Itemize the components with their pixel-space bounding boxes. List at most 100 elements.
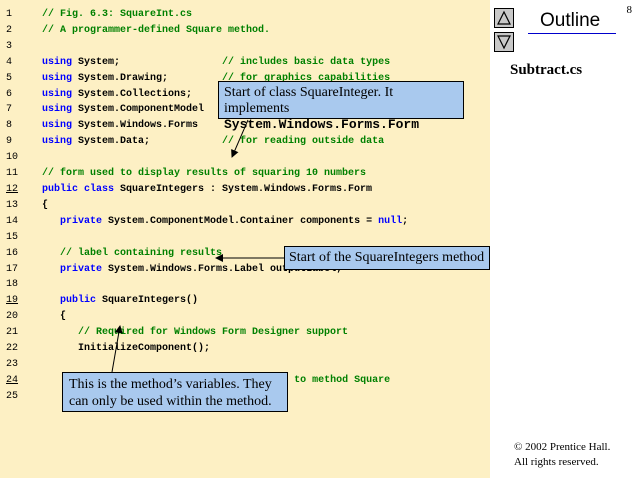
code-keyword: using: [42, 136, 73, 148]
copyright: © 2002 Prentice Hall. All rights reserve…: [514, 440, 610, 470]
code-keyword: using: [42, 104, 73, 116]
code-line: 11 // form used to display results of squ…: [6, 166, 408, 182]
code-text: [42, 264, 60, 275]
line-number: 25: [6, 390, 19, 402]
code-comment: // includes basic data types: [222, 56, 391, 68]
line-number: 18: [6, 279, 19, 291]
method-start-callout: Start of the SquareIntegers method: [284, 246, 490, 270]
class-start-callout-code: System.Windows.Forms.Form: [224, 117, 420, 132]
variables-callout-line-2: can only be used within the method.: [69, 394, 272, 409]
code-line: 19 public SquareIntegers(): [6, 293, 408, 309]
line-number: 17: [6, 263, 19, 275]
code-line: 25: [6, 389, 408, 405]
line-number: 11: [6, 168, 19, 180]
code-line: 7 using System.ComponentModel: [6, 102, 408, 118]
line-number: 1: [6, 9, 13, 20]
outline-underline: [528, 33, 616, 34]
line-number: 8: [6, 120, 13, 132]
line-number: 15: [6, 231, 19, 243]
class-start-callout: Start of class SquareInteger. It impleme…: [218, 81, 464, 132]
code-text: [42, 216, 60, 227]
line-number: 4: [6, 56, 13, 68]
previous-slide-button[interactable]: [494, 8, 514, 28]
line-number: 7: [6, 104, 13, 116]
code-comment: // label containing results: [60, 247, 223, 259]
code-line: 8 using System.Windows.Forms: [6, 118, 408, 134]
line-number: 14: [6, 215, 19, 227]
code-keyword: using: [42, 72, 73, 84]
code-line: 15: [6, 230, 408, 246]
code-text: System.ComponentModel.Container componen…: [102, 215, 379, 227]
code-line: 23: [6, 357, 408, 373]
code-text: ;: [402, 215, 409, 227]
code-keyword: public: [60, 295, 97, 307]
code-text: SquareIntegers(): [96, 295, 199, 307]
code-text: System;: [72, 56, 223, 68]
class-start-callout-text: Start of class SquareInteger. It impleme…: [224, 85, 394, 116]
line-number: 21: [6, 327, 19, 339]
code-text: [42, 295, 60, 306]
code-text: System.Collections;: [72, 88, 193, 100]
code-text: {: [42, 199, 49, 211]
variables-callout: This is the method’s variables. They can…: [62, 372, 288, 412]
code-text: System.ComponentModel: [72, 104, 205, 116]
line-number: 2: [6, 24, 13, 36]
variables-callout-line-1: This is the method’s variables. They: [69, 377, 272, 392]
line-number: 20: [6, 311, 19, 323]
triangle-down-icon: [497, 35, 511, 50]
code-text: System.Drawing;: [72, 72, 223, 84]
code-text: SquareIntegers : System.Windows.Forms.Fo…: [114, 183, 373, 195]
code-comment: // Required for Windows Form Designer su…: [78, 327, 349, 339]
code-keyword: null: [378, 215, 403, 227]
code-text: [42, 248, 60, 259]
line-number: 5: [6, 72, 13, 84]
line-number: 12: [6, 183, 19, 195]
code-line: 12 public class SquareIntegers : System.W…: [6, 182, 408, 198]
code-line: 20 {: [6, 309, 408, 325]
copyright-line-1: © 2002 Prentice Hall.: [514, 441, 611, 453]
slide-number: 8: [626, 4, 633, 16]
code-line: 5 using System.Drawing; // for graphics c…: [6, 71, 408, 87]
file-name: Subtract.cs: [510, 62, 583, 78]
line-number: 23: [6, 358, 19, 370]
outline-title: Outline: [540, 10, 601, 31]
code-comment: // A programmer-defined Square method.: [42, 24, 271, 36]
line-number: 10: [6, 152, 19, 164]
code-keyword: using: [42, 88, 73, 100]
code-line: 18: [6, 277, 408, 293]
code-line: 21 // Required for Windows Form Designer…: [6, 325, 408, 341]
code-keyword: private: [60, 215, 103, 227]
line-number: 6: [6, 88, 13, 100]
next-slide-button[interactable]: [494, 32, 514, 52]
code-line: 10: [6, 150, 408, 166]
code-text: InitializeComponent();: [42, 343, 211, 355]
code-text: [42, 327, 78, 338]
triangle-up-icon: [497, 10, 511, 25]
code-line: 1 // Fig. 6.3: SquareInt.cs: [6, 7, 408, 23]
code-comment: // for graphics capabilities: [222, 72, 391, 84]
line-number: 9: [6, 136, 13, 148]
line-number: 19: [6, 295, 19, 307]
line-number: 16: [6, 247, 19, 259]
code-line: 6 using System.Collections;: [6, 87, 408, 103]
code-text: {: [42, 311, 67, 323]
code-keyword: using: [42, 120, 73, 132]
code-line: 13 {: [6, 198, 408, 214]
code-keyword: private: [60, 263, 103, 275]
code-line: 22 InitializeComponent();: [6, 341, 408, 357]
copyright-line-2: All rights reserved.: [514, 456, 599, 468]
code-line: 14 private System.ComponentModel.Contain…: [6, 214, 408, 230]
code-line: 2 // A programmer-defined Square method.: [6, 23, 408, 39]
line-number: 22: [6, 343, 19, 355]
code-line: 16 // label containing results: [6, 246, 408, 262]
code-comment: // form used to display results of squar…: [42, 168, 367, 180]
code-text: System.Windows.Forms: [72, 120, 199, 132]
line-number: 13: [6, 199, 19, 211]
code-keyword: public class: [42, 183, 115, 195]
code-text: System.Data;: [72, 136, 223, 148]
line-number: 3: [6, 40, 13, 52]
code-listing: 1 // Fig. 6.3: SquareInt.cs 2 // A programm…: [6, 7, 408, 405]
code-comment: // Fig. 6.3: SquareInt.cs: [42, 9, 193, 20]
